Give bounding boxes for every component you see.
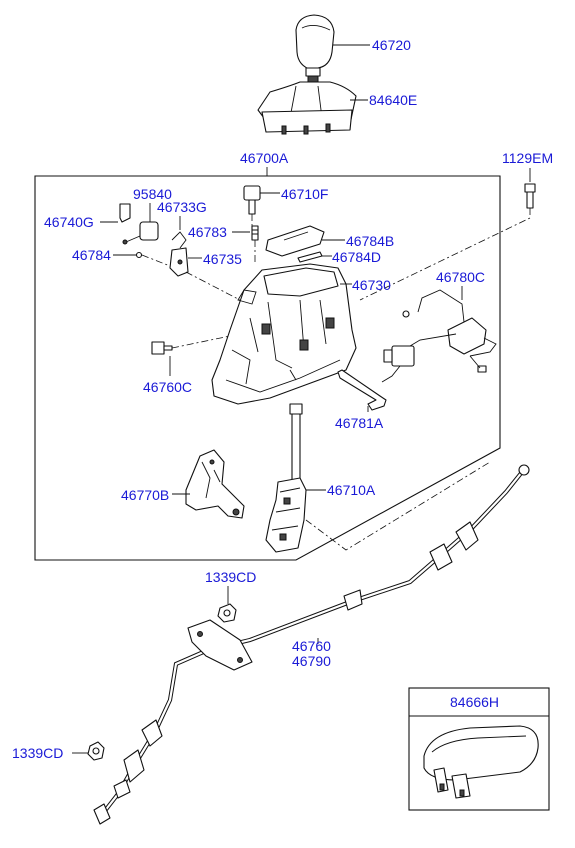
dash-46760C (171, 335, 231, 349)
label-46733G[interactable]: 46733G (157, 199, 207, 215)
pin-46784[interactable] (135, 251, 143, 259)
dash-1129EM (359, 208, 531, 301)
spring-46783[interactable] (251, 225, 259, 241)
switch-95840[interactable] (122, 221, 159, 245)
label-95840[interactable]: 95840 (133, 186, 172, 202)
label-46710A[interactable]: 46710A (327, 482, 376, 498)
nut-1339CD-top[interactable] (217, 603, 237, 623)
harness-46780C[interactable] (381, 289, 497, 383)
shift-knob[interactable] (295, 14, 335, 83)
rod-46781A[interactable] (337, 369, 387, 411)
label-1339CD-left[interactable]: 1339CD (12, 745, 63, 761)
label-84666H[interactable]: 84666H (450, 694, 499, 710)
label-46784D[interactable]: 46784D (332, 249, 381, 265)
nut-1339CD-left[interactable] (87, 741, 105, 761)
shift-cable[interactable] (93, 464, 530, 825)
label-46780C[interactable]: 46780C (436, 269, 485, 285)
label-46781A[interactable]: 46781A (335, 415, 384, 431)
bracket-46735[interactable] (169, 247, 189, 277)
cover-84666H[interactable] (423, 725, 539, 799)
dash-46710A (305, 461, 491, 551)
label-46770B[interactable]: 46770B (121, 487, 169, 503)
label-46710F[interactable]: 46710F (281, 186, 328, 202)
clip-46740G[interactable] (119, 203, 131, 223)
label-46760C[interactable]: 46760C (143, 379, 192, 395)
bar-46784D[interactable] (297, 251, 323, 263)
spring-46733G[interactable] (171, 231, 187, 249)
label-46720[interactable]: 46720 (372, 37, 411, 53)
dash-46784 (141, 254, 176, 269)
label-46784B[interactable]: 46784B (346, 233, 394, 249)
shifter-base-46730[interactable] (211, 263, 357, 405)
box-84666H (408, 687, 550, 811)
label-46700A[interactable]: 46700A (240, 150, 289, 166)
label-46730[interactable]: 46730 (352, 277, 391, 293)
label-46790[interactable]: 46790 (292, 653, 331, 669)
plate-46784B[interactable] (265, 225, 325, 257)
bolt-1129EM[interactable] (524, 183, 536, 209)
assembly-box (34, 175, 501, 561)
label-1339CD-top[interactable]: 1339CD (205, 569, 256, 585)
label-1129EM[interactable]: 1129EM (502, 150, 553, 166)
label-46735[interactable]: 46735 (203, 251, 242, 267)
clip-46760C[interactable] (151, 341, 173, 355)
lever-46710A[interactable] (265, 403, 307, 553)
shift-boot[interactable] (257, 81, 357, 135)
dash-46735 (185, 271, 241, 301)
label-46784[interactable]: 46784 (72, 247, 111, 263)
label-46760[interactable]: 46760 (292, 638, 331, 654)
label-46740G[interactable]: 46740G (44, 214, 94, 230)
sensor-46710F[interactable] (243, 185, 261, 215)
bracket-46770B[interactable] (185, 449, 245, 519)
label-84640E[interactable]: 84640E (369, 92, 417, 108)
label-46783[interactable]: 46783 (188, 224, 227, 240)
